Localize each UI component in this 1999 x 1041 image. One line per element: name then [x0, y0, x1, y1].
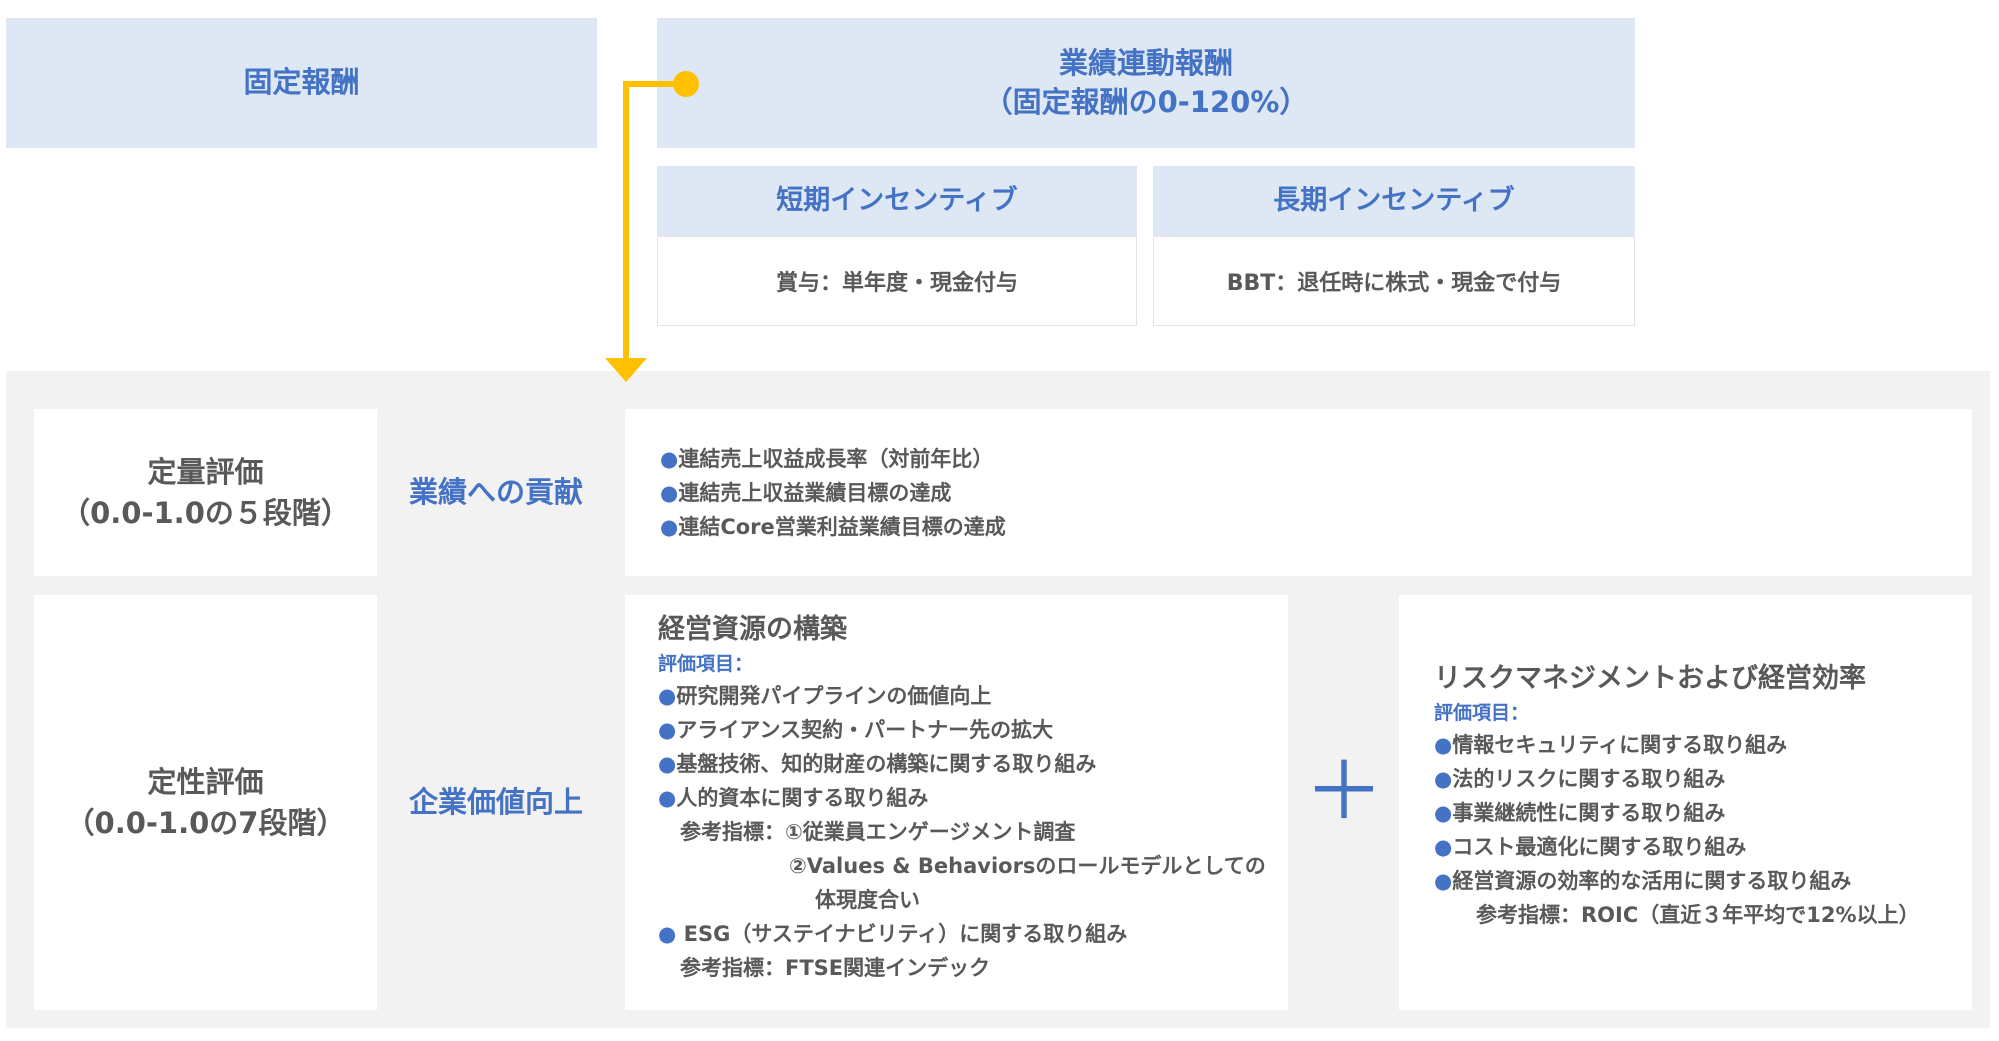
qualitative-category-label: 企業価値向上: [408, 785, 583, 820]
reference-indicator: 参考指標：①従業員エンゲージメント調査: [680, 820, 1076, 844]
list-item: ●コスト最適化に関する取り組み: [1434, 830, 1972, 864]
reference-indicator: 参考指標：FTSE関連インデック: [680, 956, 991, 980]
long-term-header: 長期インセンティブ: [1153, 166, 1635, 236]
list-item-text: 法的リスクに関する取り組み: [1452, 767, 1726, 791]
bullet-icon: ●: [1434, 733, 1453, 757]
reference-indicator: ②Values & Behaviorsのロールモデルとしての: [789, 854, 1266, 878]
bullet-icon: ●: [1434, 801, 1453, 825]
list-item-text: 人的資本に関する取り組み: [676, 786, 929, 810]
quantitative-scale: （0.0-1.0の５段階）: [61, 495, 350, 530]
performance-compensation-range: （固定報酬の0-120%）: [983, 85, 1309, 119]
long-term-desc: BBT：退任時に株式・現金で付与: [1226, 271, 1562, 296]
bullet-icon: ●: [658, 718, 677, 742]
qualitative-scale: （0.0-1.0の7段階）: [65, 805, 346, 840]
list-item: ●法的リスクに関する取り組み: [1434, 762, 1972, 796]
bullet-icon: ●: [660, 481, 679, 505]
long-term-title: 長期インセンティブ: [1273, 184, 1515, 216]
list-item: ●人的資本に関する取り組み: [658, 781, 1288, 815]
list-item: ●連結売上収益成長率（対前年比）: [660, 442, 1972, 476]
bullet-icon: ●: [658, 922, 677, 946]
bullet-icon: ●: [658, 684, 677, 708]
quantitative-category: 業績への貢献: [390, 409, 602, 576]
eval-items-label: 評価項目：: [1434, 702, 1530, 724]
list-item-text: 情報セキュリティに関する取り組み: [1452, 733, 1788, 757]
list-item: ●連結Core営業利益業績目標の達成: [660, 510, 1972, 544]
short-term-desc-box: 賞与：単年度・現金付与: [657, 236, 1137, 326]
plus-sign: ＋: [1304, 745, 1384, 838]
qualitative-title: 定性評価: [147, 764, 264, 799]
reference-indicator: 体現度合い: [815, 888, 920, 912]
quantitative-category-label: 業績への貢献: [408, 475, 583, 510]
list-item-text: 連結売上収益業績目標の達成: [678, 481, 952, 505]
list-item: ●情報セキュリティに関する取り組み: [1434, 728, 1972, 762]
list-item: ●研究開発パイプラインの価値向上: [658, 679, 1288, 713]
list-item-text: 連結Core営業利益業績目標の達成: [678, 515, 1006, 539]
quantitative-items-box: ●連結売上収益成長率（対前年比）●連結売上収益業績目標の達成●連結Core営業利…: [625, 409, 1972, 576]
bullet-icon: ●: [660, 515, 679, 539]
list-item: ●基盤技術、知的財産の構築に関する取り組み: [658, 747, 1288, 781]
list-item-text: ESG（サステイナビリティ）に関する取り組み: [676, 922, 1128, 946]
performance-compensation-box: 業績連動報酬 （固定報酬の0-120%）: [657, 18, 1635, 148]
list-item-text: 連結売上収益成長率（対前年比）: [678, 447, 994, 471]
list-item: ● ESG（サステイナビリティ）に関する取り組み: [658, 917, 1288, 951]
management-resources-title: 経営資源の構築: [658, 614, 847, 645]
list-item: ●アライアンス契約・パートナー先の拡大: [658, 713, 1288, 747]
long-term-desc-box: BBT：退任時に株式・現金で付与: [1153, 236, 1635, 326]
management-resources-box: 経営資源の構築 評価項目： ●研究開発パイプラインの価値向上●アライアンス契約・…: [625, 595, 1288, 1010]
risk-management-title: リスクマネジメントおよび経営効率: [1434, 663, 1866, 694]
fixed-compensation-label: 固定報酬: [243, 65, 360, 100]
plus-icon: ＋: [1300, 740, 1388, 838]
list-item: ●事業継続性に関する取り組み: [1434, 796, 1972, 830]
quantitative-evaluation-box: 定量評価 （0.0-1.0の５段階）: [34, 409, 377, 576]
list-item-text: 基盤技術、知的財産の構築に関する取り組み: [676, 752, 1097, 776]
short-term-title: 短期インセンティブ: [776, 184, 1018, 216]
performance-compensation-title: 業績連動報酬: [1058, 45, 1233, 80]
bullet-icon: ●: [658, 752, 677, 776]
list-item-text: 研究開発パイプラインの価値向上: [676, 684, 992, 708]
fixed-compensation-box: 固定報酬: [6, 18, 597, 148]
eval-items-label: 評価項目：: [658, 653, 754, 675]
bullet-icon: ●: [658, 786, 677, 810]
list-item-text: アライアンス契約・パートナー先の拡大: [676, 718, 1054, 742]
list-item-text: 経営資源の効率的な活用に関する取り組み: [1452, 869, 1852, 893]
list-item-text: コスト最適化に関する取り組み: [1452, 835, 1747, 859]
list-item: ●連結売上収益業績目標の達成: [660, 476, 1972, 510]
qualitative-category: 企業価値向上: [390, 595, 602, 1010]
short-term-desc: 賞与：単年度・現金付与: [775, 271, 1018, 296]
quantitative-title: 定量評価: [147, 454, 264, 489]
bullet-icon: ●: [1434, 835, 1453, 859]
list-item-text: 事業継続性に関する取り組み: [1452, 801, 1726, 825]
bullet-icon: ●: [1434, 869, 1453, 893]
bullet-icon: ●: [1434, 767, 1453, 791]
list-item: ●経営資源の効率的な活用に関する取り組み: [1434, 864, 1972, 898]
qualitative-evaluation-box: 定性評価 （0.0-1.0の7段階）: [34, 595, 377, 1010]
connector-arrow-icon: [605, 71, 699, 382]
risk-management-box: リスクマネジメントおよび経営効率 評価項目： ●情報セキュリティに関する取り組み…: [1399, 595, 1972, 1010]
short-term-header: 短期インセンティブ: [657, 166, 1137, 236]
reference-indicator: 参考指標：ROIC（直近３年平均で12%以上）: [1476, 903, 1920, 927]
bullet-icon: ●: [660, 447, 679, 471]
